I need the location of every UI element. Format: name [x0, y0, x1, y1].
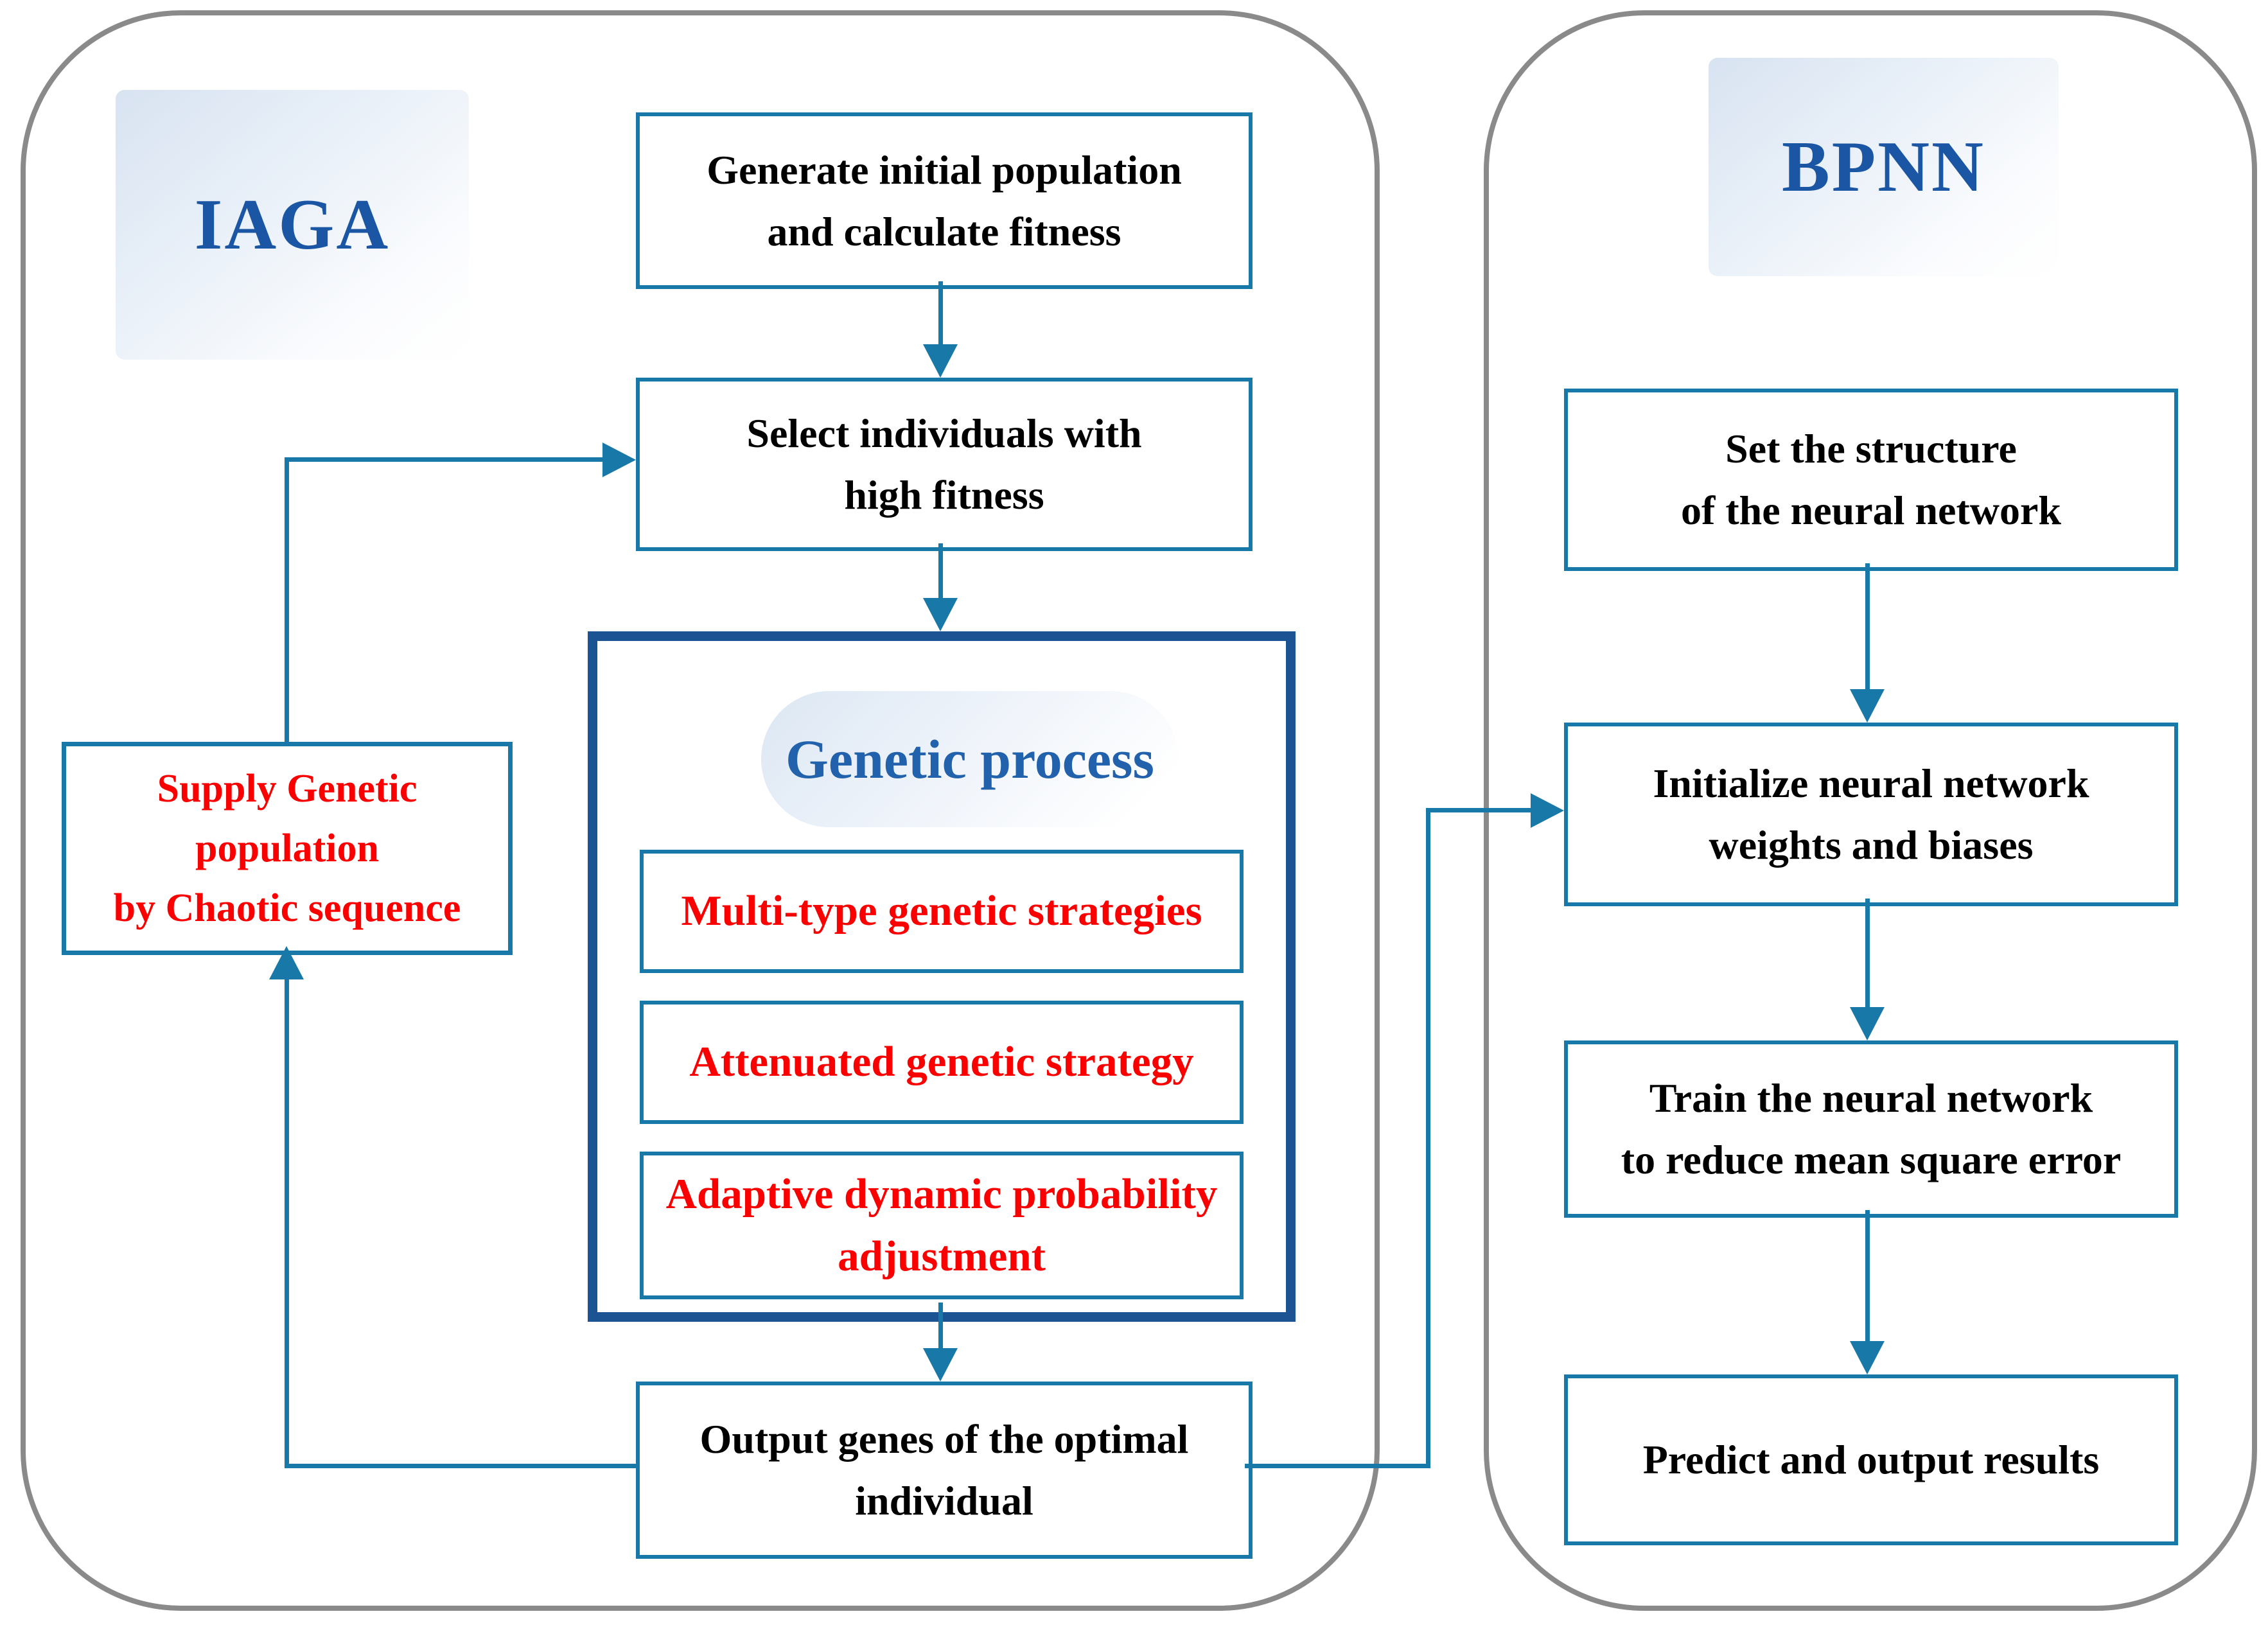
- feedback-up-to-supply-line: [285, 979, 289, 1468]
- bpnn-title-patch: BPNN: [1709, 58, 2059, 276]
- initialize-weights-box: Initialize neural network weights and bi…: [1564, 723, 2178, 906]
- output-genes-box: Output genes of the optimal individual: [636, 1382, 1253, 1559]
- genetic-process-title-patch: Genetic process: [761, 691, 1179, 827]
- predict-results-box: Predict and output results: [1564, 1374, 2178, 1545]
- genetic-process-title: Genetic process: [786, 728, 1154, 790]
- adaptive-probability-box: Adaptive dynamic probability adjustment: [640, 1152, 1244, 1299]
- iaga-panel: [21, 10, 1380, 1611]
- iaga-title-patch: IAGA: [116, 90, 469, 360]
- arrow-genetic-to-output-head-icon: [923, 1348, 958, 1382]
- generate-population-box: Generate initial population and calculat…: [636, 112, 1253, 289]
- arrow-train-to-predict-line: [1865, 1210, 1870, 1341]
- arrow-set-to-initialize-head-icon: [1850, 689, 1885, 723]
- arrow-train-to-predict-head-icon: [1850, 1341, 1885, 1374]
- feedback-supply-to-select-horizontal-line: [285, 457, 604, 462]
- connector-output-exit-line: [1245, 1464, 1430, 1468]
- arrow-initialize-to-train-head-icon: [1850, 1007, 1885, 1040]
- attenuated-strategy-box: Attenuated genetic strategy: [640, 1001, 1244, 1124]
- feedback-into-select-head-icon: [602, 443, 636, 477]
- supply-chaotic-box: Supply Genetic population by Chaotic seq…: [62, 742, 513, 955]
- arrow-select-to-genetic-head-icon: [923, 598, 958, 631]
- set-structure-box: Set the structure of the neural network: [1564, 389, 2178, 571]
- connector-into-initialize-head-icon: [1531, 793, 1564, 828]
- feedback-output-to-supply-horizontal-line: [285, 1464, 636, 1468]
- genetic-process-container: Genetic process Multi-type genetic strat…: [588, 631, 1296, 1322]
- feedback-supply-to-select-vertical-line: [285, 457, 289, 742]
- iaga-title: IAGA: [194, 184, 391, 265]
- arrow-generate-to-select-line: [938, 281, 943, 345]
- select-individuals-box: Select individuals with high fitness: [636, 378, 1253, 551]
- arrow-set-to-initialize-line: [1865, 563, 1870, 689]
- connector-into-initialize-line: [1426, 808, 1531, 812]
- connector-between-panels-line: [1426, 808, 1430, 1468]
- feedback-into-supply-head-icon: [269, 946, 304, 979]
- train-network-box: Train the neural network to reduce mean …: [1564, 1040, 2178, 1218]
- arrow-generate-to-select-head-icon: [923, 344, 958, 378]
- arrow-genetic-to-output-line: [938, 1303, 943, 1349]
- arrow-initialize-to-train-line: [1865, 899, 1870, 1007]
- bpnn-title: BPNN: [1782, 127, 1985, 207]
- multi-type-strategies-box: Multi-type genetic strategies: [640, 850, 1244, 973]
- arrow-select-to-genetic-line: [938, 543, 943, 599]
